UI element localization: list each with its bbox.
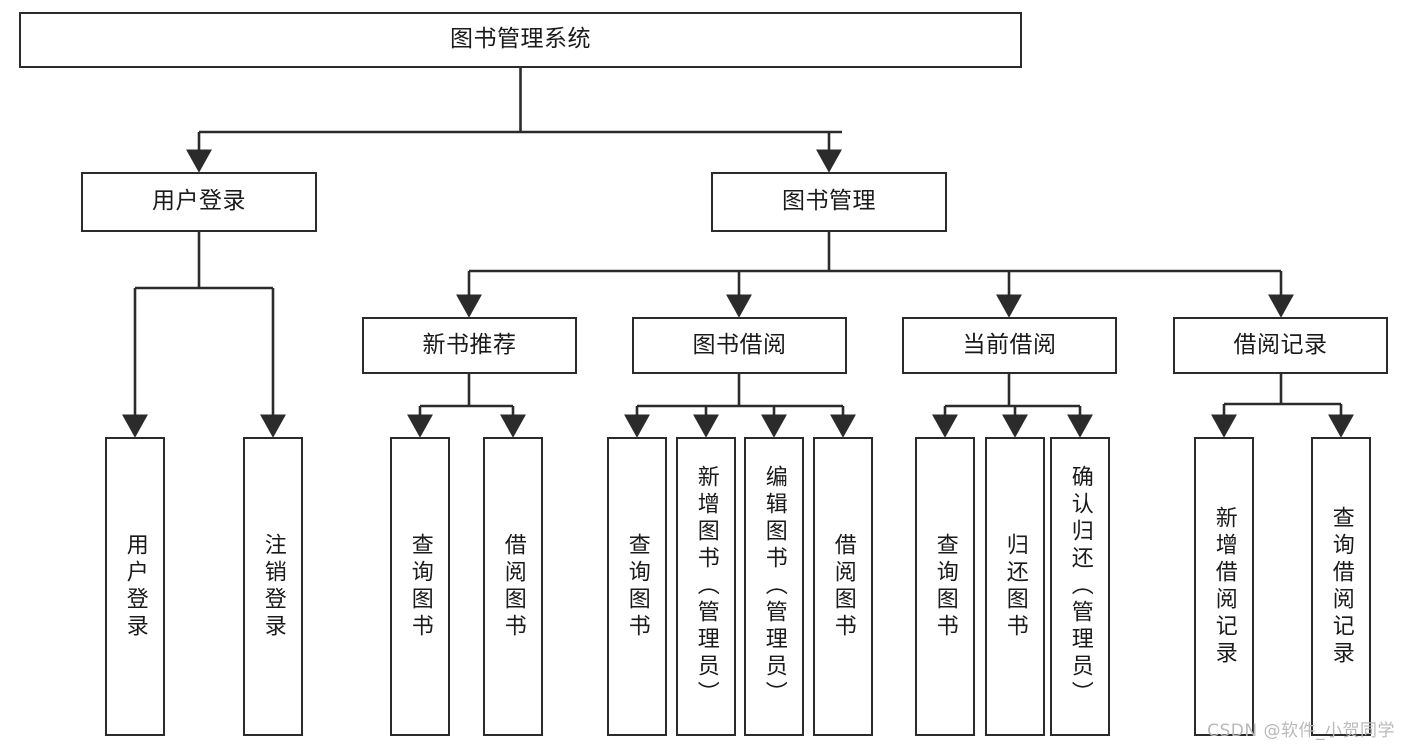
node-leaf-query-borrow-record-label: 查询借阅记录 [1328,505,1354,668]
node-user-login-label: 用户登录 [152,188,246,215]
node-root-label: 图书管理系统 [450,26,591,53]
node-current-borrow-label: 当前借阅 [962,331,1057,358]
node-leaf-user-login-label: 用户登录 [122,532,148,641]
node-book-borrow-label: 图书借阅 [692,331,787,358]
node-book-borrow[interactable]: 图书借阅 [632,317,847,374]
node-leaf-borrow-book-recommend[interactable]: 借阅图书 [483,437,543,736]
node-leaf-query-book-recommend[interactable]: 查询图书 [390,437,450,736]
node-leaf-edit-book-admin-label: 编辑图书（管理员） [761,465,787,708]
node-leaf-query-borrow-record[interactable]: 查询借阅记录 [1311,437,1371,736]
node-leaf-edit-book-admin[interactable]: 编辑图书（管理员） [744,437,804,736]
node-leaf-borrow-book-recommend-label: 借阅图书 [500,532,526,641]
node-leaf-borrow-book[interactable]: 借阅图书 [813,437,873,736]
node-leaf-add-book-admin-label: 新增图书（管理员） [693,465,719,708]
node-book-management[interactable]: 图书管理 [711,172,947,232]
node-leaf-add-borrow-record-label: 新增借阅记录 [1211,505,1237,668]
node-borrow-records-label: 借阅记录 [1233,331,1328,358]
node-leaf-query-book-current[interactable]: 查询图书 [915,437,975,736]
node-leaf-return-book[interactable]: 归还图书 [985,437,1045,736]
node-book-management-label: 图书管理 [782,188,876,215]
node-leaf-query-book-current-label: 查询图书 [932,532,958,641]
node-root[interactable]: 图书管理系统 [19,12,1022,68]
node-leaf-borrow-book-label: 借阅图书 [830,532,856,641]
node-new-book-recommend[interactable]: 新书推荐 [362,317,577,374]
node-current-borrow[interactable]: 当前借阅 [902,317,1117,374]
node-leaf-return-book-label: 归还图书 [1002,532,1028,641]
node-leaf-logout-label: 注销登录 [260,532,286,641]
node-leaf-confirm-return-admin-label: 确认归还（管理员） [1067,465,1093,708]
node-new-book-recommend-label: 新书推荐 [422,331,517,358]
node-leaf-query-book-label: 查询图书 [624,532,650,641]
node-borrow-records[interactable]: 借阅记录 [1173,317,1388,374]
node-leaf-query-book[interactable]: 查询图书 [607,437,667,736]
node-leaf-add-borrow-record[interactable]: 新增借阅记录 [1194,437,1254,736]
node-user-login[interactable]: 用户登录 [81,172,317,232]
node-leaf-query-book-recommend-label: 查询图书 [407,532,433,641]
watermark-text: CSDN @软件_小贺同学 [1207,721,1395,741]
node-leaf-add-book-admin[interactable]: 新增图书（管理员） [676,437,736,736]
node-leaf-logout[interactable]: 注销登录 [243,437,303,736]
node-leaf-confirm-return-admin[interactable]: 确认归还（管理员） [1050,437,1110,736]
node-leaf-user-login[interactable]: 用户登录 [105,437,165,736]
